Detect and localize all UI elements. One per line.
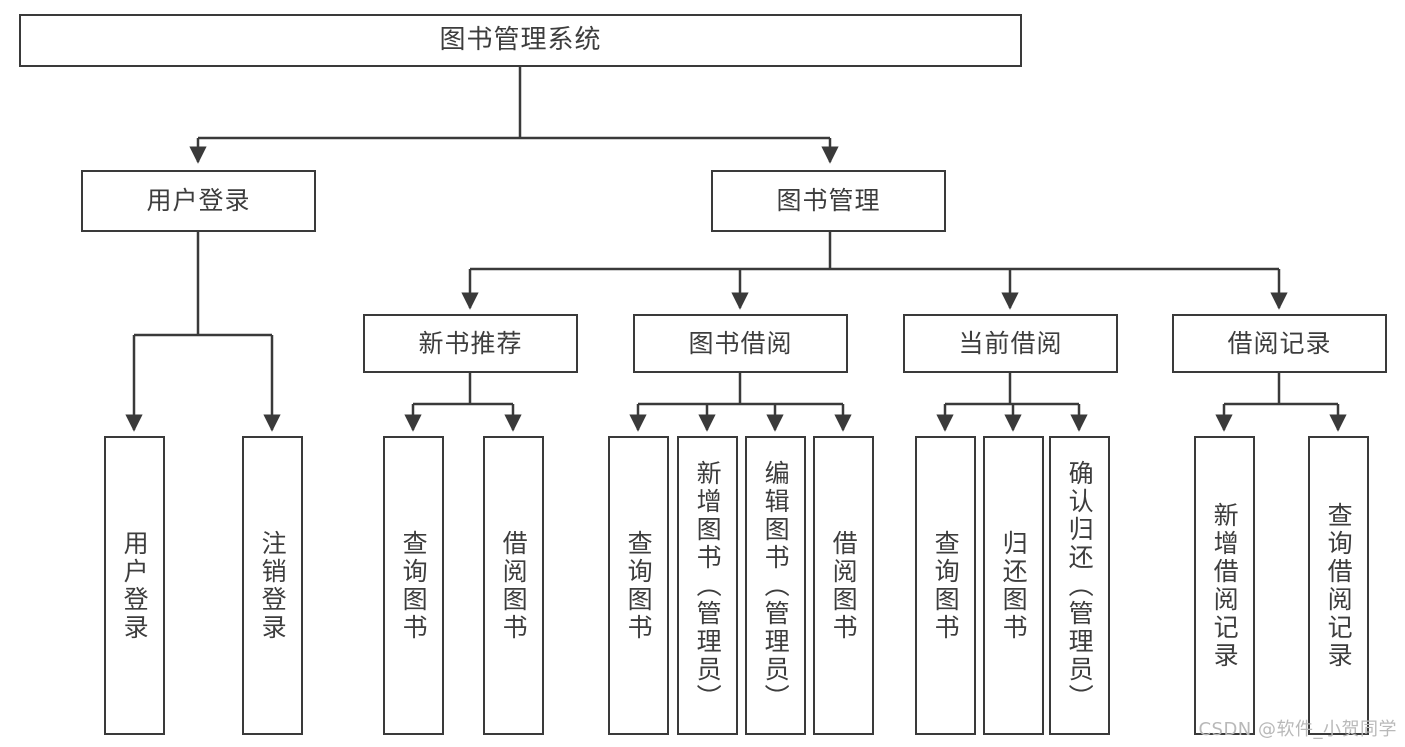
node-user-login[interactable]: 用户登录 — [81, 170, 316, 232]
node-leaf-confirm-return[interactable]: 确认归还（管理员） — [1049, 436, 1110, 735]
node-leaf-add-book[interactable]: 新增图书（管理员） — [677, 436, 738, 735]
node-current-borrow-label: 当前借阅 — [958, 328, 1063, 358]
node-borrow-record-label: 借阅记录 — [1227, 328, 1332, 358]
node-leaf-borrow-book-1[interactable]: 借阅图书 — [483, 436, 544, 735]
node-leaf-query-book-3-label: 查询图书 — [931, 529, 961, 642]
node-leaf-query-book-2-label: 查询图书 — [624, 529, 654, 642]
node-leaf-query-book-2[interactable]: 查询图书 — [608, 436, 669, 735]
node-leaf-user-login-label: 用户登录 — [120, 529, 150, 642]
node-leaf-return-book-label: 归还图书 — [999, 529, 1029, 642]
node-book-manage-label: 图书管理 — [776, 186, 881, 216]
node-borrow-record[interactable]: 借阅记录 — [1172, 314, 1387, 373]
node-new-book-rec-label: 新书推荐 — [418, 328, 523, 358]
node-leaf-user-login[interactable]: 用户登录 — [104, 436, 165, 735]
node-book-borrow[interactable]: 图书借阅 — [633, 314, 848, 373]
node-leaf-add-book-label: 新增图书（管理员） — [693, 459, 723, 712]
node-leaf-confirm-return-label: 确认归还（管理员） — [1065, 459, 1095, 712]
node-leaf-query-book-1[interactable]: 查询图书 — [383, 436, 444, 735]
node-leaf-edit-book[interactable]: 编辑图书（管理员） — [745, 436, 806, 735]
node-leaf-add-record[interactable]: 新增借阅记录 — [1194, 436, 1255, 735]
node-book-manage[interactable]: 图书管理 — [711, 170, 946, 232]
node-root-label: 图书管理系统 — [439, 25, 602, 56]
node-leaf-borrow-book-2-label: 借阅图书 — [829, 529, 859, 642]
node-leaf-logout[interactable]: 注销登录 — [242, 436, 303, 735]
node-leaf-return-book[interactable]: 归还图书 — [983, 436, 1044, 735]
node-leaf-query-record-label: 查询借阅记录 — [1324, 501, 1354, 670]
node-leaf-query-record[interactable]: 查询借阅记录 — [1308, 436, 1369, 735]
node-current-borrow[interactable]: 当前借阅 — [903, 314, 1118, 373]
node-leaf-add-record-label: 新增借阅记录 — [1210, 501, 1240, 670]
node-leaf-query-book-3[interactable]: 查询图书 — [915, 436, 976, 735]
node-leaf-query-book-1-label: 查询图书 — [399, 529, 429, 642]
node-leaf-borrow-book-2[interactable]: 借阅图书 — [813, 436, 874, 735]
node-user-login-label: 用户登录 — [146, 186, 251, 216]
watermark: CSDN @软件_小贺同学 — [1198, 719, 1397, 740]
node-leaf-logout-label: 注销登录 — [258, 529, 288, 642]
node-leaf-borrow-book-1-label: 借阅图书 — [499, 529, 529, 642]
node-book-borrow-label: 图书借阅 — [688, 328, 793, 358]
node-root[interactable]: 图书管理系统 — [19, 14, 1022, 67]
node-leaf-edit-book-label: 编辑图书（管理员） — [761, 459, 791, 712]
node-new-book-rec[interactable]: 新书推荐 — [363, 314, 578, 373]
